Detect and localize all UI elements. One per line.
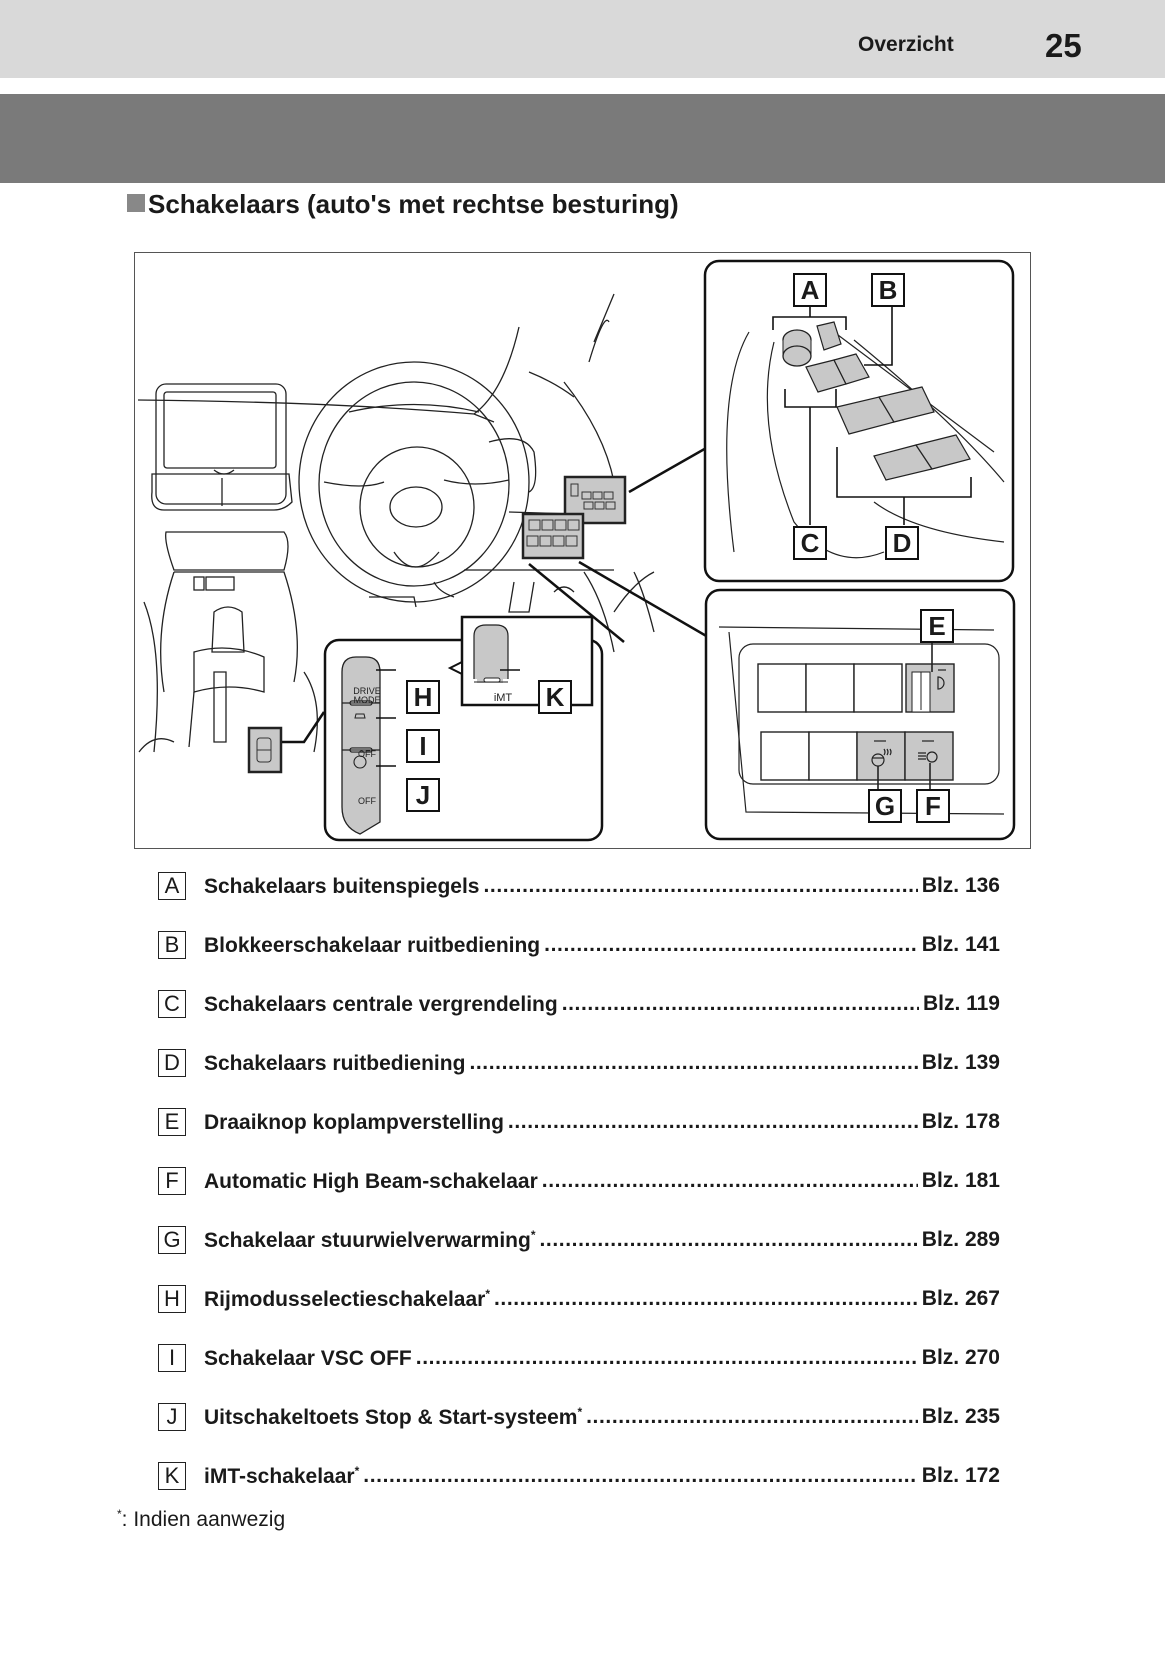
label-c: C [793,526,827,560]
label-j: J [406,778,440,812]
leader-dots [539,1228,917,1252]
item-name[interactable]: Uitschakeltoets Stop & Start-systeem* [204,1404,583,1429]
item-name[interactable]: iMT-schakelaar* [204,1463,360,1488]
callout-pointer-bottom-a [578,560,709,639]
item-key: C [158,990,186,1018]
leader-dots [416,1346,918,1370]
item-key: F [158,1167,186,1195]
label-k: K [538,680,572,714]
infotainment-screen [155,383,287,505]
dashboard-illustration [137,293,655,753]
item-page-ref[interactable]: Blz. 119 [922,992,1000,1015]
chapter-band [0,94,1165,183]
diagram-frame [134,252,1031,849]
center-vent [165,531,289,571]
item-page-ref[interactable]: Blz. 172 [921,1464,1000,1487]
label-e: E [920,609,954,643]
item-page-ref[interactable]: Blz. 136 [921,874,1000,897]
item-page-ref[interactable]: Blz. 289 [921,1228,1000,1251]
item-page-ref[interactable]: Blz. 181 [921,1169,1000,1192]
leader-dots [542,1169,918,1193]
callout-pointer-left [282,711,326,744]
list-item: B Blokkeerschakelaar ruitbediening Blz. 14… [158,930,1000,960]
item-key: H [158,1285,186,1313]
gear-shifter [211,606,245,653]
leader-b [864,285,893,366]
label-d: D [885,526,919,560]
label-b: B [871,273,905,307]
leader-dots [363,1464,918,1488]
console-switch-stack [341,656,381,835]
footnote: *: Indien aanwezig [117,1507,286,1531]
list-item: D Schakelaars ruitbediening Blz. 139 [158,1048,1000,1078]
item-key: I [158,1344,186,1372]
leader-dots [508,1110,918,1134]
section-heading: Schakelaars (auto's met rechtse besturin… [127,189,679,220]
item-page-ref[interactable]: Blz. 270 [921,1346,1000,1369]
item-name[interactable]: Schakelaar VSC OFF [204,1346,412,1370]
square-bullet-icon [127,194,145,212]
item-key: B [158,931,186,959]
dash-outline [137,399,495,423]
label-i: I [406,729,440,763]
item-page-ref[interactable]: Blz. 141 [921,933,1000,956]
item-key: K [158,1462,186,1490]
list-item: A Schakelaars buitenspiegels Blz. 136 [158,871,1000,901]
leader-dots [469,1051,917,1075]
item-key: D [158,1049,186,1077]
leader-dots [562,992,919,1016]
imt-text: iMT [493,692,513,704]
item-page-ref[interactable]: Blz. 267 [921,1287,1000,1310]
vsc-off-text: OFF [358,749,376,759]
item-page-ref[interactable]: Blz. 139 [921,1051,1000,1074]
steering-heater-switch [856,731,906,781]
item-key: A [158,872,186,900]
stop-start-off-text: OFF [358,796,376,806]
dashboard-diagram [137,259,1016,842]
list-item: H Rijmodusselectieschakelaar* Blz. 267 [158,1284,1000,1314]
list-item: I Schakelaar VSC OFF Blz. 270 [158,1343,1000,1373]
item-name[interactable]: Schakelaar stuurwielverwarming* [204,1227,536,1252]
item-key: G [158,1226,186,1254]
steering-wheel [298,361,530,603]
page-number: 25 [1045,27,1082,64]
vsc-icon [354,713,366,719]
leader-dots [483,874,917,898]
leader-dots [544,933,918,957]
stop-start-icon [353,755,367,769]
page-header: Overzicht 25 [0,0,1165,78]
item-name[interactable]: Schakelaars ruitbediening [204,1051,466,1075]
item-key: E [158,1108,186,1136]
item-page-ref[interactable]: Blz. 235 [921,1405,1000,1428]
item-name[interactable]: Blokkeerschakelaar ruitbediening [204,933,541,957]
item-key: J [158,1403,186,1431]
section-title: Overzicht [858,33,954,56]
label-f: F [916,789,950,823]
item-name[interactable]: Schakelaars buitenspiegels [204,874,480,898]
item-name[interactable]: Automatic High Beam-schakelaar [204,1169,538,1193]
item-page-ref[interactable]: Blz. 178 [921,1110,1000,1133]
auto-high-beam-switch [904,731,954,781]
leader-dots [494,1287,918,1311]
label-h: H [406,680,440,714]
label-g: G [868,789,902,823]
auto-high-beam-icon [926,751,938,763]
item-name[interactable]: Rijmodusselectieschakelaar* [204,1286,490,1311]
item-name[interactable]: Draaiknop koplampverstelling [204,1110,504,1134]
list-item: C Schakelaars centrale vergrendeling Blz. … [158,989,1000,1019]
list-item: J Uitschakeltoets Stop & Start-systeem* Bl… [158,1402,1000,1432]
leader-dots [586,1405,918,1429]
label-a: A [793,273,827,307]
callout-pointer-top [628,382,710,494]
list-item: F Automatic High Beam-schakelaar Blz. 181 [158,1166,1000,1196]
list-item: G Schakelaar stuurwielverwarming* Blz. 289 [158,1225,1000,1255]
item-name[interactable]: Schakelaars centrale vergrendeling [204,992,558,1016]
list-item: E Draaiknop koplampverstelling Blz. 178 [158,1107,1000,1137]
headlight-icon [937,676,945,690]
